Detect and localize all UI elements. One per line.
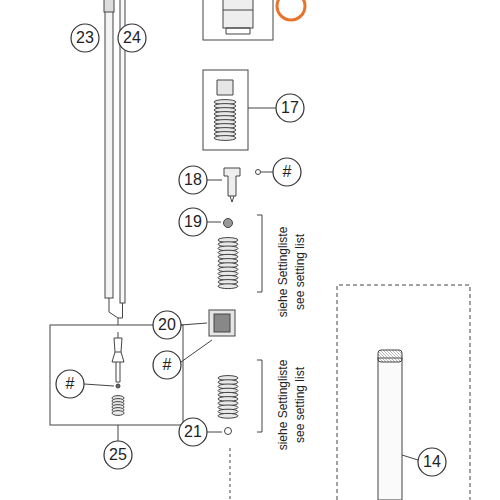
setting-note: see setting list [294,234,306,310]
callout-number: 21 [184,424,202,440]
callout-number: 19 [184,214,202,230]
callout-number: 14 [423,454,441,470]
callout-number: # [66,376,75,392]
setting-note: siehe Settingliste [277,360,289,451]
callout-number: 18 [184,172,202,188]
callout-number: # [163,357,172,373]
callout-number: 24 [123,30,141,46]
callout-number: 20 [158,317,176,333]
setting-note: see setting list [294,367,306,443]
setting-note: siehe Settingliste [277,227,289,318]
callout-number: 17 [281,100,299,116]
callout-number: 25 [109,447,127,463]
callout-number: # [283,164,292,180]
callout-number: 23 [76,30,94,46]
